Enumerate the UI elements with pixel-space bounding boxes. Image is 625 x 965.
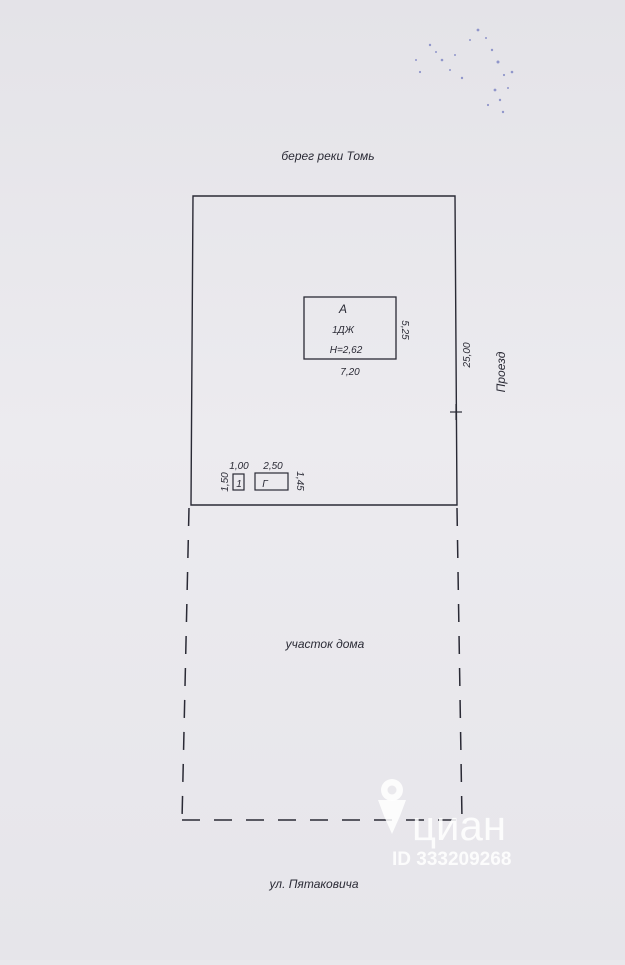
driveway-label: Проезд xyxy=(494,351,508,392)
plot-boundary xyxy=(190,195,458,506)
outbuilding-g-width: 2,50 xyxy=(262,461,283,472)
house-depth-dimension: 5,25 xyxy=(399,320,410,340)
outbuilding-1-depth: 1,50 xyxy=(220,472,231,492)
house-type: 1ДЖ xyxy=(332,325,355,336)
boundary-tick xyxy=(450,404,462,420)
outbuilding-g-depth: 1,45 xyxy=(294,471,305,491)
house-letter: А xyxy=(338,302,347,316)
house-height: Н=2,62 xyxy=(330,345,363,356)
house-lot-dashed-boundary xyxy=(181,507,463,821)
house-width-dimension: 7,20 xyxy=(340,367,360,378)
outbuilding-1-letter: 1 xyxy=(236,479,242,490)
house-outline xyxy=(303,296,397,360)
outbuilding-1-width: 1,00 xyxy=(229,461,249,472)
stamp-marks xyxy=(415,28,514,114)
plot-depth-dimension: 25,00 xyxy=(462,342,473,368)
street-label: ул. Пятаковича xyxy=(268,877,358,891)
watermark: циан ID 333209268 xyxy=(378,779,511,870)
lot-label: участок дома xyxy=(285,637,365,651)
outbuilding-1-outline xyxy=(232,473,245,491)
top-label: берег реки Томь xyxy=(281,149,374,163)
watermark-brand: циан xyxy=(412,802,506,849)
watermark-id: ID 333209268 xyxy=(392,849,511,870)
outbuilding-g-outline xyxy=(254,472,289,491)
watermark-logo-icon xyxy=(378,779,406,834)
outbuilding-g-letter: Г xyxy=(262,479,269,490)
